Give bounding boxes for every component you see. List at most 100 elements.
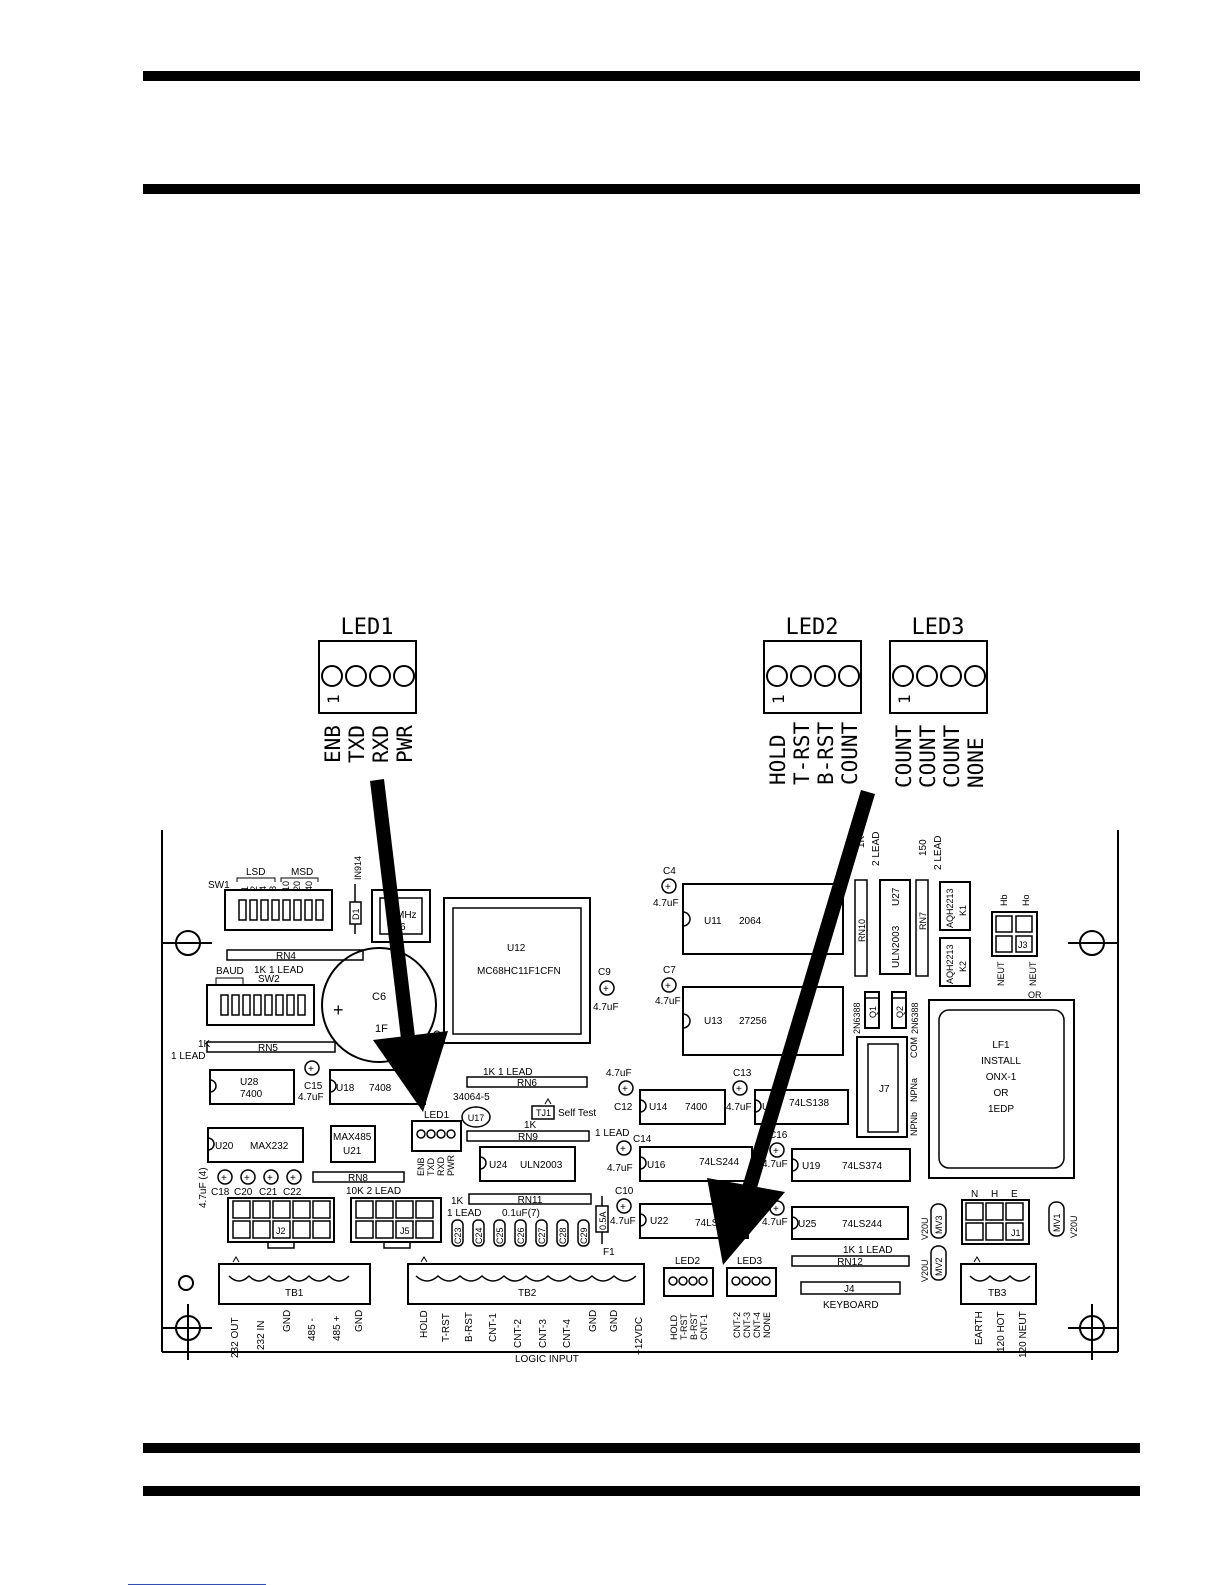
j1-n: N	[971, 1189, 978, 1200]
u16-ic: U16 74LS244	[639, 1146, 753, 1182]
j3-or: OR	[1028, 990, 1042, 1000]
rn5-note-b: 1 LEAD	[171, 1051, 205, 1062]
tb3-terminal-block: TB3 EARTH 120 HOT 120 NEUT	[960, 1256, 1037, 1358]
c16-capacitor: C16 + 4.7uF	[762, 1130, 788, 1170]
u22-ref: U22	[650, 1216, 669, 1227]
signal-label: ENB	[321, 725, 345, 763]
led-pin	[964, 665, 986, 687]
arrow-led1	[370, 779, 448, 1112]
plus-glyph: +	[665, 882, 671, 893]
sw1-msd: MSD	[291, 867, 313, 878]
mv3-varistor: V20U MV3	[920, 1203, 947, 1240]
u13-ic: U13 27256	[682, 986, 844, 1056]
tb1-pin: 485 -	[307, 1318, 318, 1341]
tb1-terminal-block: TB1 232 OUT 232 IN GND 485 - 485 + GND	[218, 1256, 371, 1358]
u17-part: 34064-5	[453, 1092, 490, 1103]
signal-label: NONE	[964, 737, 988, 788]
j1-ref: J1	[1011, 1228, 1021, 1238]
c6-capacitor: + C6 1F	[321, 947, 437, 1063]
signal-label: TXD	[345, 725, 369, 763]
rn9-b: 1 LEAD	[595, 1128, 629, 1139]
c9-value: 4.7uF	[593, 1002, 619, 1013]
c10-value: 4.7uF	[610, 1216, 636, 1227]
rn5-note-a: 1K	[198, 1039, 211, 1050]
c4-capacitor: C4 + 4.7uF	[653, 866, 679, 909]
u25-ref: U25	[798, 1219, 817, 1230]
cap-ref: C23	[453, 1227, 463, 1244]
rn12-ref: RN12	[837, 1257, 863, 1268]
tb2-pin: GND	[609, 1310, 620, 1332]
rn8-ref: RN8	[348, 1173, 368, 1184]
connector-box	[318, 640, 417, 714]
c6-plus: +	[333, 1000, 344, 1020]
arrow-led2-led3	[707, 790, 875, 1265]
board-led2-pin: HOLD	[669, 1314, 679, 1340]
c12-value: 4.7uF	[606, 1068, 632, 1079]
bottom-rule-1	[143, 1443, 1140, 1453]
board-led2-ref: LED2	[675, 1256, 700, 1267]
u20-ref: U20	[215, 1141, 234, 1152]
caps-left-group: 4.7uF (4) + + + + C18 C20 C21 C22	[198, 1167, 302, 1208]
u17-ref: U17	[468, 1113, 485, 1123]
rn12-note: 1K 1 LEAD	[843, 1245, 892, 1256]
q2-ref: Q2	[895, 1006, 905, 1018]
rn7-ref: RN7	[918, 912, 928, 930]
j7-npna: NPNa	[909, 1078, 919, 1102]
rn6-ref: RN6	[517, 1078, 537, 1089]
q1-transistor: 2N6388 Q1	[852, 991, 880, 1034]
cap-ref: C26	[516, 1227, 526, 1244]
callout-led2: LED2 1 HOLD T-RST B-RST COUNT	[763, 615, 862, 785]
c7-value: 4.7uF	[655, 996, 681, 1007]
c6-ref: C6	[372, 991, 386, 1003]
board-led2: LED2 HOLD T-RST B-RST CNT-1	[663, 1256, 714, 1340]
tb2-pin: GND	[588, 1310, 599, 1332]
board-outline	[161, 830, 1119, 1360]
u12-ref: U12	[507, 943, 526, 954]
tb2-pin: CNT-4	[562, 1319, 573, 1348]
u15-part: 74LS138	[789, 1098, 829, 1109]
tb2-pin: HOLD	[419, 1310, 430, 1338]
j1-connector: N H E J1	[961, 1189, 1030, 1245]
board-led3-pin: CNT-4	[752, 1312, 762, 1338]
rn10-resistor: 1K 2 LEAD RN10	[854, 832, 882, 977]
plus-glyph: +	[603, 984, 609, 995]
k1-relay: AQH2213 K1	[939, 881, 971, 931]
led-pin	[892, 665, 914, 687]
led-pin	[345, 665, 367, 687]
tb1-pin: 485 +	[332, 1316, 343, 1341]
sw1-bit: 20	[292, 881, 302, 891]
c15-capacitor: + C15 4.7uF	[298, 1060, 324, 1103]
j7-connector: J7 COM NPNa NPNb	[856, 1036, 919, 1138]
signal-label: T-RST	[790, 721, 814, 785]
sw1-lsd: LSD	[246, 867, 265, 878]
signal-label: COUNT	[940, 724, 964, 788]
top-rule-2	[143, 184, 1140, 194]
u19-part: 74LS374	[842, 1161, 882, 1172]
c13-ref: C13	[733, 1068, 752, 1079]
board-led2-pin: B-RST	[689, 1312, 699, 1340]
sw1-bit: 8	[268, 886, 278, 891]
pin1-label: 1	[769, 694, 788, 704]
c13-value: 4.7uF	[726, 1102, 752, 1113]
tb3-pin: 120 HOT	[996, 1311, 1007, 1352]
k1-ref: K1	[958, 905, 968, 916]
tj1-note: Self Test	[558, 1108, 596, 1119]
u13-part: 27256	[739, 1016, 767, 1027]
lf1-line: LF1	[992, 1040, 1010, 1051]
u16-ref: U16	[647, 1160, 666, 1171]
u24-ic: U24 ULN2003	[479, 1146, 576, 1182]
u17-device: U17	[461, 1106, 491, 1128]
sw1-bit: 1	[240, 886, 250, 891]
crystal-label-b: 6	[400, 922, 406, 933]
led-pin	[940, 665, 962, 687]
board-led3-ref: LED3	[737, 1256, 762, 1267]
rn10-ref: RN10	[857, 919, 867, 942]
plus-glyph: +	[620, 1202, 626, 1213]
q1-part: 2N6388	[852, 1002, 862, 1034]
u25-ic: U25 74LS244	[791, 1206, 909, 1240]
caps-mid-group	[451, 1219, 590, 1247]
j3-hb: Hb	[999, 894, 1009, 906]
pin1-label: 1	[895, 694, 914, 704]
plus-glyph: +	[221, 1173, 227, 1184]
j5-ref: J5	[400, 1226, 410, 1236]
